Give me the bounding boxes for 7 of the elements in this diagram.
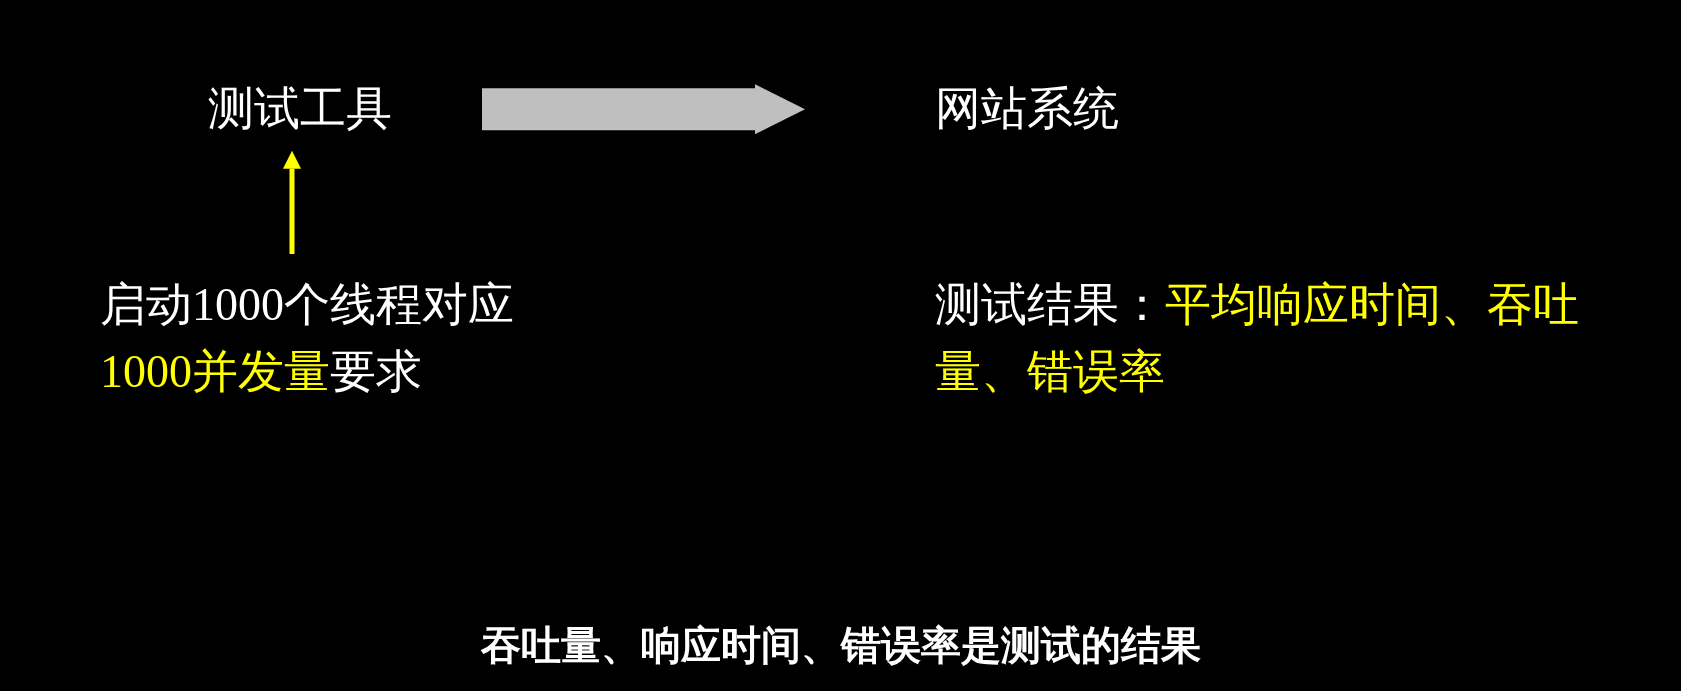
node-label: 测试结果：平均响应时间、吞吐量、错误率 (935, 272, 1615, 406)
node-label: 网站系统 (935, 76, 1175, 143)
node-label: 启动1000个线程对应 1000并发量要求 (100, 272, 545, 406)
block-arrow (482, 84, 805, 135)
subtitle-caption: 吞吐量、响应时间、错误率是测试的结果 (480, 621, 1201, 670)
node-label: 测试工具 (208, 76, 448, 143)
arrow (283, 150, 301, 254)
